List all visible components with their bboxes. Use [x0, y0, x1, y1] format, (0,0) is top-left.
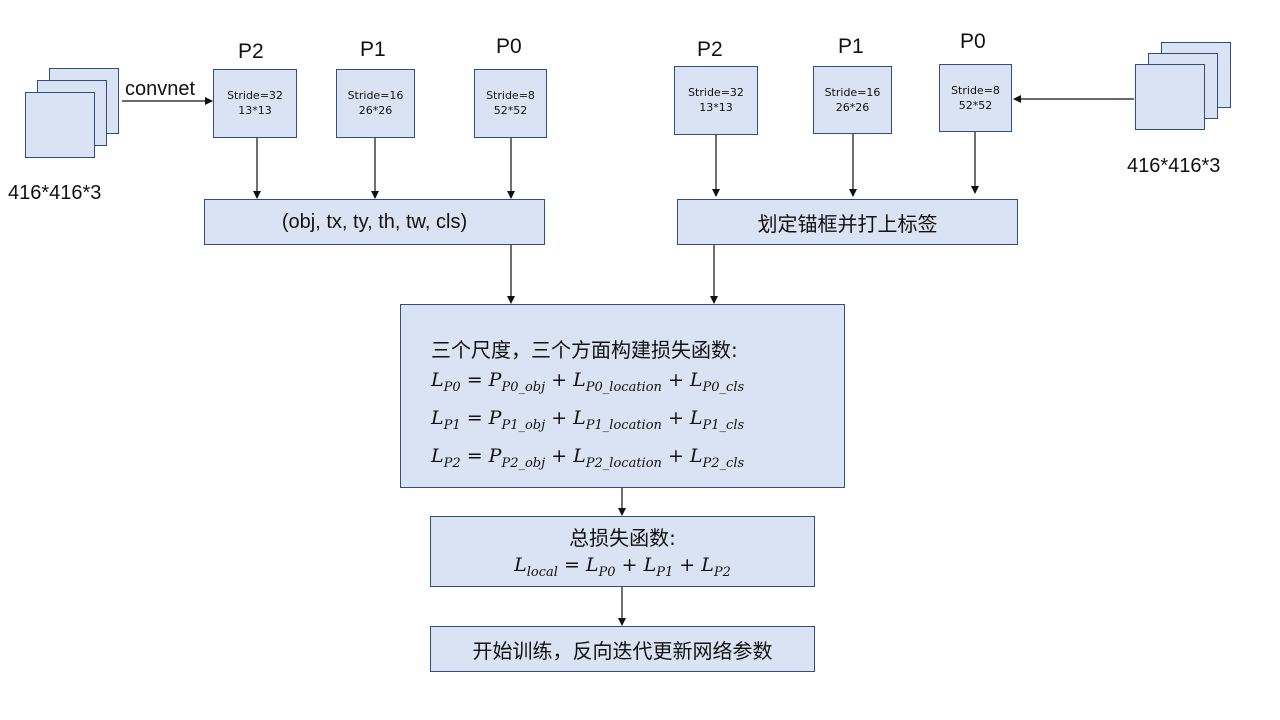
- anchor-label-box: 划定锚框并打上标签: [677, 199, 1018, 245]
- left-p2-size: 13*13: [238, 104, 272, 117]
- left-feature-p0: Stride=8 52*52: [474, 69, 547, 138]
- right-p1-size: 26*26: [835, 101, 870, 114]
- right-p2-stride: Stride=32: [688, 86, 744, 99]
- loss-formula-p1: LP1 = PP1_obj + LP1_location + LP1_cls: [431, 406, 745, 433]
- left-p1-size: 26*26: [358, 104, 393, 117]
- right-p1-label: P1: [838, 35, 864, 58]
- left-p0-size: 52*52: [493, 104, 528, 117]
- right-p0-size: 52*52: [958, 99, 993, 112]
- right-input-image-stack: [1135, 42, 1235, 134]
- right-feature-p1: Stride=16 26*26: [813, 66, 892, 134]
- right-p0-label: P0: [960, 30, 986, 53]
- loss-formula-p0: LP0 = PP0_obj + LP0_location + LP0_cls: [431, 369, 745, 395]
- left-p2-label: P2: [238, 40, 264, 63]
- left-p0-label: P0: [496, 35, 522, 58]
- left-feature-p2: Stride=32 13*13: [213, 69, 297, 138]
- left-feature-p1: Stride=16 26*26: [336, 69, 415, 138]
- left-p1-stride: Stride=16: [347, 89, 404, 102]
- prediction-output-box: (obj, tx, ty, th, tw, cls): [204, 199, 545, 245]
- right-p0-stride: Stride=8: [951, 84, 1000, 97]
- left-p2-stride: Stride=32: [227, 89, 283, 102]
- right-p1-stride: Stride=16: [824, 86, 881, 99]
- loss-formula-p2: LP2 = PP2_obj + LP2_location + LP2_cls: [431, 444, 745, 471]
- left-p1-label: P1: [360, 38, 386, 61]
- left-input-image-stack: [25, 68, 125, 160]
- loss-construction-title: 三个尺度，三个方面构建损失函数:: [431, 338, 738, 362]
- training-box: 开始训练，反向迭代更新网络参数: [430, 626, 815, 672]
- right-p2-size: 13*13: [699, 101, 733, 114]
- total-loss-box: 总损失函数: Llocal = LP0 + LP1 + LP2: [430, 516, 815, 587]
- right-feature-p2: Stride=32 13*13: [674, 66, 758, 135]
- loss-construction-box: 三个尺度，三个方面构建损失函数: LP0 = PP0_obj + LP0_loc…: [400, 304, 845, 488]
- right-feature-p0: Stride=8 52*52: [939, 64, 1012, 132]
- right-input-dimension: 416*416*3: [1127, 155, 1221, 177]
- right-p2-label: P2: [697, 38, 723, 61]
- total-loss-title: 总损失函数:: [569, 526, 676, 550]
- left-p0-stride: Stride=8: [486, 89, 535, 102]
- left-input-dimension: 416*416*3: [8, 182, 102, 204]
- convnet-label: convnet: [125, 78, 196, 100]
- total-loss-formula: Llocal = LP0 + LP1 + LP2: [514, 554, 731, 580]
